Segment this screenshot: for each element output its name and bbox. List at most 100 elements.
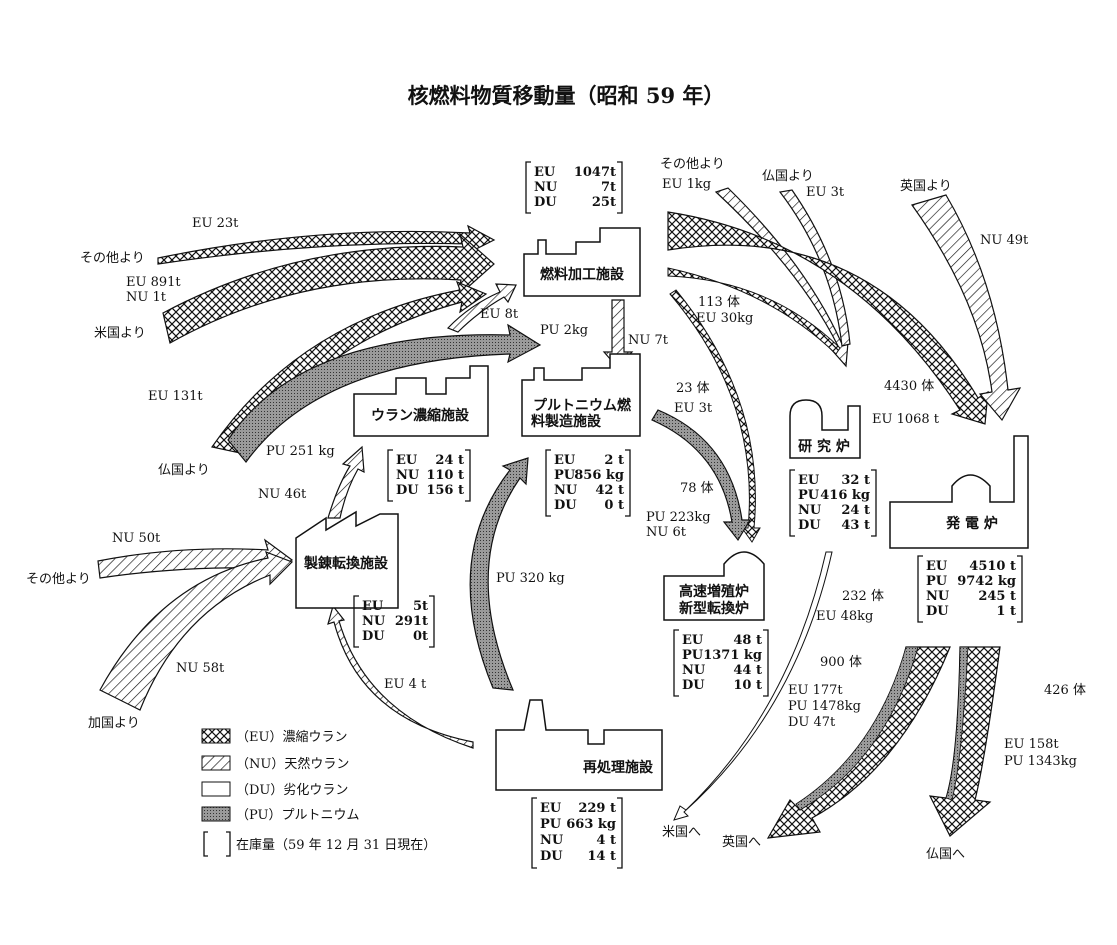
inventory-bracket-enrich [387, 449, 471, 502]
facility-enrich-shape [353, 365, 489, 437]
src-france-2: 仏国より [762, 169, 814, 184]
inventory-amount: 1047t [574, 165, 616, 180]
inventory-material: PU [798, 488, 820, 503]
src-us: 米国より [94, 326, 146, 341]
flow-b4430: 4430 体 [884, 379, 934, 394]
facility-reprocess-label: 再処理施設 [583, 759, 654, 776]
flow-eu23: EU 23t [192, 216, 239, 231]
inventory-material: NU [798, 503, 822, 518]
flow-eu3: EU 3t [806, 185, 845, 200]
inventory-amount: 245 t [978, 589, 1016, 604]
flow-b23: 23 体 [676, 381, 710, 396]
inventory-bracket-refine [353, 595, 435, 648]
inventory-material: DU [798, 518, 821, 533]
flow-eu131: EU 131t [148, 389, 203, 404]
arrow-fuelfab-to-power [667, 211, 989, 425]
inventory-amount: 10 t [733, 678, 762, 693]
dest-us: 米国へ [662, 825, 701, 840]
arrow-france-to-research [778, 189, 851, 347]
inventory-material: PU [926, 574, 948, 589]
facility-fbr-label-1: 高速増殖炉 [679, 583, 749, 600]
arrow-fuelfab-to-research [667, 267, 841, 355]
inventory-bracket-research [789, 469, 877, 537]
inventory-material: NU [362, 614, 386, 629]
flow-uk-pu: PU 1478kg [788, 699, 861, 714]
inventory-bracket-power [917, 555, 1023, 623]
src-other-3: その他より [660, 157, 725, 172]
flow-uk-du: DU 47t [788, 715, 836, 730]
dest-france: 仏国へ [926, 847, 965, 862]
flow-nu49: NU 49t [980, 233, 1029, 248]
flow-pu223: PU 223kg [646, 510, 711, 525]
legend-swatch-eu [201, 728, 231, 744]
inventory-material: EU [926, 559, 948, 574]
flow-eu1068: EU 1068 t [872, 412, 940, 427]
src-uk: 英国より [900, 179, 952, 194]
facility-fbr-shape [663, 551, 765, 621]
flow-b426: 426 体 [1044, 683, 1086, 698]
facility-refine-label: 製錬転換施設 [303, 555, 389, 572]
flow-eu8: EU 8t [480, 307, 519, 322]
facility-fuelfab-label: 燃料加工施設 [540, 266, 625, 283]
inventory-amount: 4 t [596, 833, 616, 848]
inventory-material: DU [362, 629, 385, 644]
flow-b232: 232 体 [842, 589, 884, 604]
inventory-amount: 291t [395, 614, 428, 629]
flow-eu1kg: EU 1kg [662, 177, 711, 192]
flow-pu320: PU 320 kg [496, 571, 565, 586]
legend-inv: 在庫量（59 年 12 月 31 日現在） [236, 838, 436, 853]
inventory-material: EU [540, 801, 562, 816]
legend-swatch-pu [201, 806, 231, 822]
legend-bracket-icon [203, 831, 231, 857]
flow-nu58: NU 58t [176, 661, 225, 676]
flow-eu3t: EU 3t [674, 401, 713, 416]
src-canada: 加国より [88, 716, 140, 731]
inventory-material: EU [534, 165, 556, 180]
arrow-other-to-fuelfab [157, 224, 496, 265]
facility-fbr-label-2: 新型転換炉 [679, 600, 749, 617]
arrow-reprocess-to-pufab [469, 457, 529, 691]
flow-b113: 113 体 [698, 295, 740, 310]
inventory-bracket-fbr [673, 629, 769, 697]
inventory-material: DU [682, 678, 705, 693]
flow-nu46: NU 46t [258, 487, 307, 502]
flow-pu2: PU 2kg [540, 323, 588, 338]
inventory-material: PU [682, 648, 704, 663]
inventory-bracket-pu_fab [545, 449, 631, 517]
arrow-pufab-to-fbr [651, 409, 752, 542]
inventory-amount: 416 kg [820, 488, 870, 503]
src-other-2: その他より [26, 572, 91, 587]
src-france-1: 仏国より [158, 463, 210, 478]
inventory-material: EU [554, 453, 576, 468]
flow-nu7: NU 7t [628, 333, 669, 348]
inventory-amount: 9742 kg [957, 574, 1016, 589]
facility-pufab-shape [521, 353, 641, 437]
inventory-material: EU [396, 453, 418, 468]
facility-refine-shape [295, 510, 399, 609]
facility-reprocess-shape [495, 699, 663, 791]
arrow-power-to-uk-pu [795, 646, 919, 811]
inventory-material: DU [926, 604, 949, 619]
inventory-amount: 156 t [426, 483, 464, 498]
flow-nu6: NU 6t [646, 525, 687, 540]
flow-nu50: NU 50t [112, 531, 161, 546]
inventory-amount: 229 t [578, 801, 616, 816]
legend-du: （DU）劣化ウラン [236, 783, 348, 798]
arrow-fuelfab-to-fbr [669, 289, 761, 543]
flow-us-nu: NU 1t [126, 290, 167, 305]
inventory-material: DU [554, 498, 577, 513]
inventory-bracket-reprocess [531, 797, 623, 869]
inventory-material: EU [798, 473, 820, 488]
arrow-power-to-uk [766, 646, 951, 839]
arrow-enrich-to-fuelfab [446, 283, 517, 333]
dest-uk: 英国へ [722, 835, 761, 850]
flow-b78: 78 体 [680, 481, 714, 496]
flow-eu30kg: EU 30kg [696, 311, 753, 326]
inventory-amount: 110 t [426, 468, 464, 483]
legend-eu: （EU）濃縮ウラン [236, 729, 347, 745]
inventory-amount: 1 t [996, 604, 1016, 619]
legend: （EU）濃縮ウラン （NU）天然ウラン （DU）劣化ウラン （PU）プルトニウム… [201, 728, 436, 857]
